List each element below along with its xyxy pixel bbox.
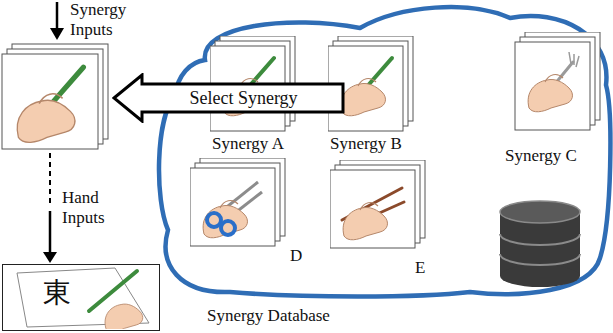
- finger: [360, 203, 378, 210]
- hand-illustration: [528, 52, 579, 112]
- cloud-shape: [159, 7, 610, 296]
- input-arrow-head: [50, 28, 64, 40]
- hand-illustration: [17, 67, 83, 142]
- synergy-stack: D: [190, 158, 305, 268]
- hand: [343, 207, 387, 239]
- hand: [203, 205, 247, 237]
- input-arrow-shaft: [56, 2, 59, 30]
- node-label: D: [290, 246, 302, 266]
- hand: [17, 100, 75, 142]
- finger: [220, 201, 238, 208]
- hand: [341, 83, 385, 115]
- node-label: Select Synergy: [189, 88, 297, 109]
- hand: [105, 304, 143, 329]
- arrow-label: Hand Inputs: [62, 188, 118, 227]
- dashed-link: [49, 153, 51, 207]
- selected-synergy-stack: [2, 44, 108, 149]
- arrow-label: Synergy Inputs: [70, 0, 136, 39]
- select-arrow: Select Synergy: [112, 73, 345, 123]
- node-label: Synergy B: [330, 134, 402, 154]
- written-character: 東: [43, 277, 71, 309]
- database-icon: [500, 201, 580, 287]
- arrow-shape: [114, 75, 343, 121]
- hand-illustration: [342, 188, 404, 240]
- scissor-ring: [207, 213, 221, 227]
- hand-shape: [105, 304, 143, 329]
- synergy-stack: Synergy C: [505, 32, 605, 170]
- page: [330, 170, 415, 248]
- writing-illustration: [3, 265, 158, 329]
- card-stack: [190, 158, 305, 268]
- page: [2, 54, 98, 149]
- hand-illustration: [341, 58, 392, 116]
- hand-arrow-shaft: [49, 211, 52, 254]
- node-label: E: [415, 258, 425, 278]
- fork-tine: [573, 54, 575, 65]
- node-label: Synergy C: [505, 146, 577, 166]
- finger: [545, 75, 563, 82]
- synergy-stack: E: [330, 160, 430, 280]
- writing-panel: 東: [2, 264, 160, 331]
- page: [190, 168, 275, 246]
- scissor-ring: [221, 221, 235, 235]
- hand-arrow-head: [43, 252, 57, 263]
- hand-illustration: [203, 182, 262, 238]
- fork-tine: [576, 56, 579, 67]
- finger: [358, 79, 376, 86]
- hand: [528, 79, 572, 111]
- page: [515, 42, 590, 130]
- finger: [39, 94, 62, 104]
- fork-tine: [569, 52, 571, 64]
- node-label: Synergy A: [212, 134, 284, 154]
- database-label: Synergy Database: [205, 306, 332, 326]
- database-cloud: Synergy Database Synergy A Synergy B Synerg…: [150, 0, 613, 333]
